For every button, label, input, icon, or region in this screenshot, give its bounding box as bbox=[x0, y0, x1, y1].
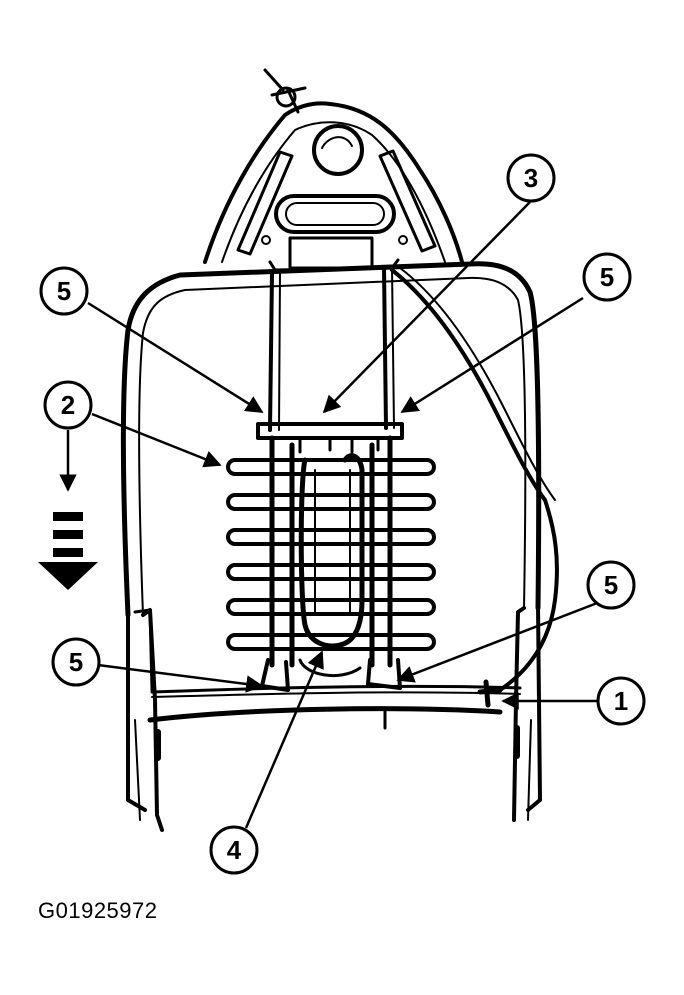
callout-4-label: 4 bbox=[227, 835, 242, 865]
leader-lines bbox=[87, 201, 606, 829]
callout-2: 2 bbox=[43, 380, 93, 430]
callout-5-label: 5 bbox=[69, 647, 83, 677]
callout-1-label: 1 bbox=[614, 686, 628, 716]
callout-5-upper-left: 5 bbox=[39, 266, 89, 316]
callout-2-label: 2 bbox=[61, 390, 75, 420]
callout-5-upper-right: 5 bbox=[582, 252, 632, 302]
callout-5-lower-left: 5 bbox=[51, 637, 101, 687]
lumbar-support-assembly bbox=[226, 422, 503, 708]
cable bbox=[390, 267, 559, 692]
callout-1: 1 bbox=[596, 676, 646, 726]
figure-id: G01925972 bbox=[38, 898, 158, 923]
callout-4: 4 bbox=[209, 825, 259, 875]
callout-3-label: 3 bbox=[524, 163, 538, 193]
inner-uprights bbox=[268, 266, 395, 432]
direction-indicator bbox=[38, 430, 98, 590]
callout-5-lower-right: 5 bbox=[586, 560, 636, 610]
callout-5-label: 5 bbox=[600, 262, 614, 292]
outer-frame bbox=[121, 261, 542, 832]
callout-3: 3 bbox=[506, 153, 556, 203]
callout-5-label: 5 bbox=[57, 276, 71, 306]
callout-5-label: 5 bbox=[604, 570, 618, 600]
headrest-bracket bbox=[203, 68, 464, 272]
